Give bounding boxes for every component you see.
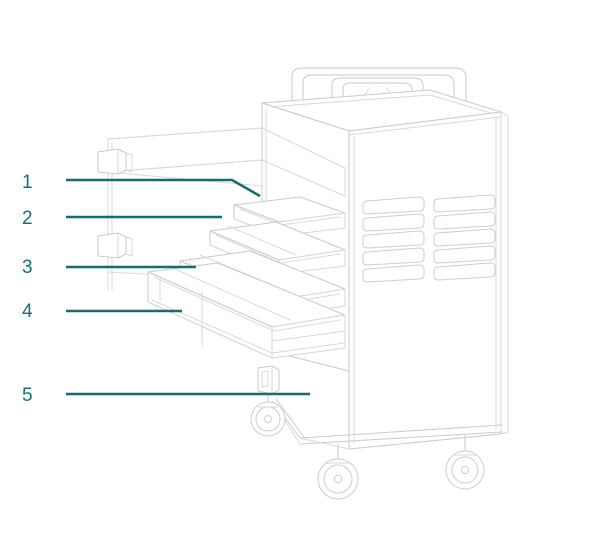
- callout-1-number: 1: [22, 172, 33, 193]
- caster-rear-left: [250, 394, 286, 437]
- caster-front-left: [317, 443, 359, 500]
- callout-5-number: 5: [22, 385, 33, 406]
- callout-4[interactable]: 4: [22, 301, 182, 322]
- machine-illustration: [97, 67, 509, 500]
- callout-2[interactable]: 2: [22, 208, 222, 229]
- callout-layer: 1 2 3 4 5: [22, 172, 310, 406]
- callout-1[interactable]: 1: [22, 172, 261, 198]
- callout-3[interactable]: 3: [22, 257, 196, 278]
- tray-step-4: [147, 262, 346, 359]
- callout-3-number: 3: [22, 257, 33, 278]
- caster-front-right: [445, 434, 485, 490]
- rail-clip-upper: [97, 148, 133, 175]
- callout-1-leader: [66, 178, 261, 198]
- latch-plate: [257, 365, 280, 395]
- vent-slots: [362, 194, 496, 283]
- rail-clip-lower: [97, 232, 133, 259]
- callout-2-number: 2: [22, 208, 33, 229]
- cabinet-right-edge: [500, 111, 509, 435]
- callout-4-number: 4: [22, 301, 33, 322]
- callout-5[interactable]: 5: [22, 385, 310, 406]
